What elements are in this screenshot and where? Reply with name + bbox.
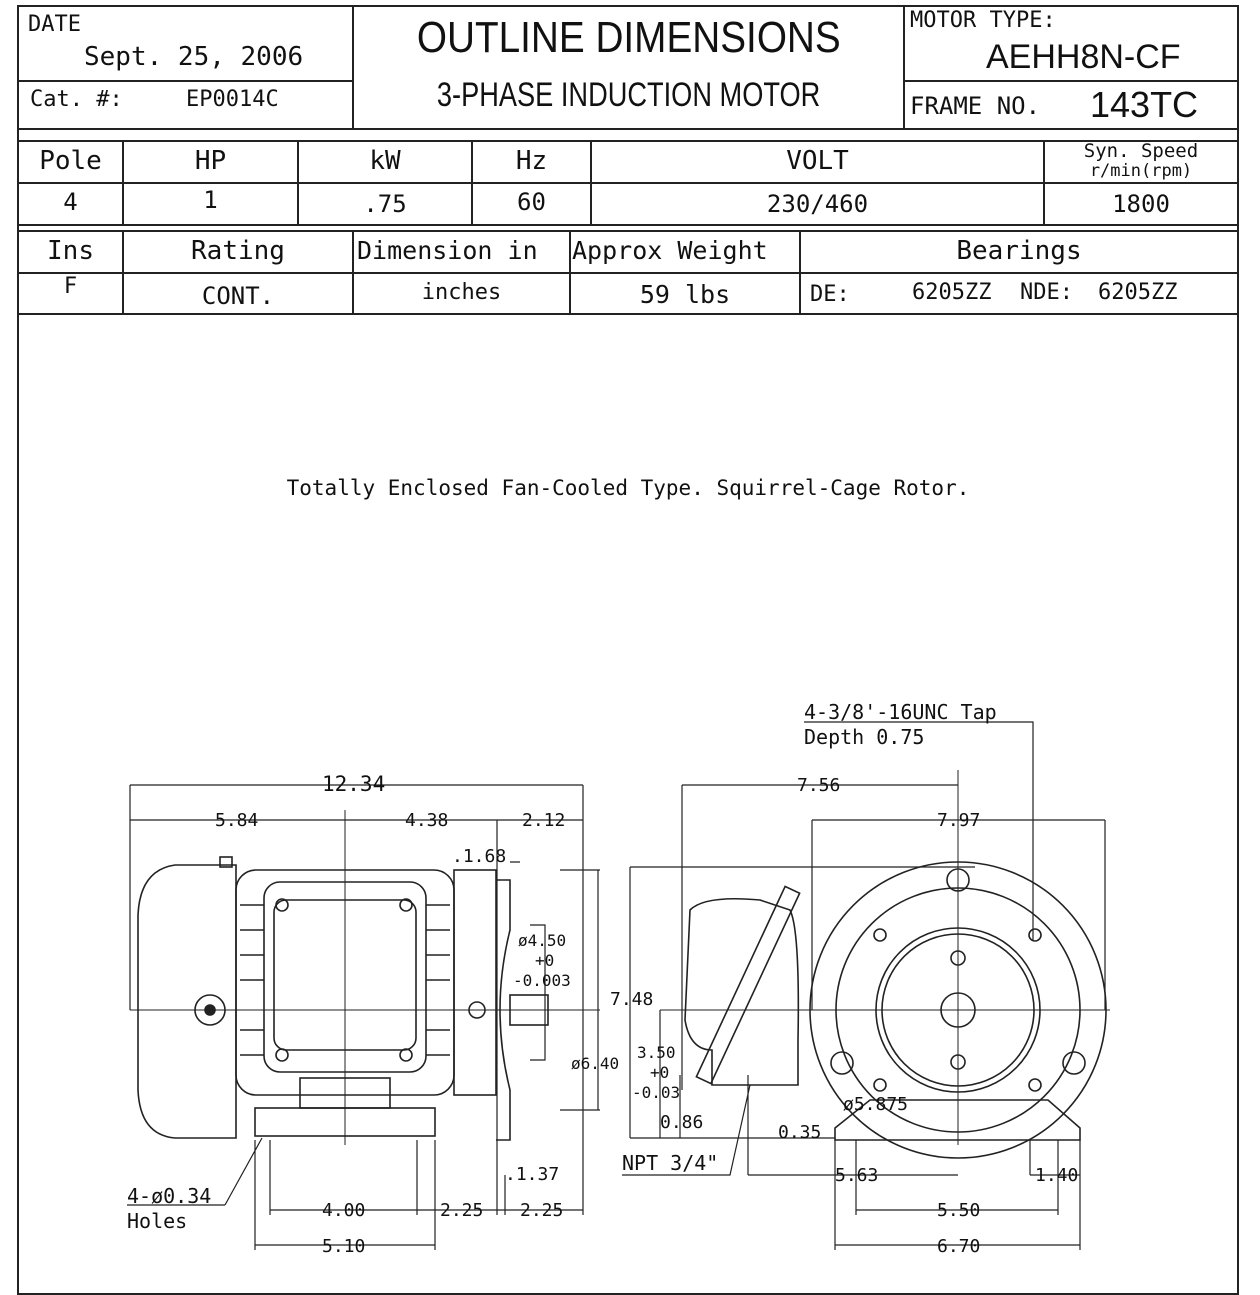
end-view [622,721,1110,1250]
header-syn-speed: Syn. Speed [1083,140,1199,162]
header-pole: Pole [39,146,102,176]
cooling-fins [240,904,450,1056]
document-title: OUTLINE DIMENSIONS [416,13,841,62]
dim-7-97: 7.97 [937,810,980,831]
document-subtitle-wrap: 3-PHASE INDUCTION MOTOR [352,74,905,116]
date-label: DATE [28,12,81,37]
tap-label-1: 4-3/8'-16UNC Tap [804,700,997,724]
screw [399,1048,413,1062]
holes-label-1: 4-ø0.34 [127,1184,211,1208]
npt-label: NPT 3/4" [622,1151,718,1175]
dim-2-25b: 2.25 [520,1200,563,1221]
dim-shaft-tol-minus: -0.003 [513,971,571,990]
screw [275,898,289,912]
dim-1-40: 1.40 [1035,1165,1078,1186]
dim-5-50: 5.50 [937,1200,980,1221]
tap-label-2: Depth 0.75 [804,725,924,749]
conduit-box [684,897,800,1086]
frame-cell [903,80,1239,130]
header-volt: VOLT [786,146,849,176]
dim-5-84: 5.84 [215,810,258,831]
dim-5-10: 5.10 [322,1236,365,1257]
dimension-lines [622,721,1106,1250]
eyebolt-boss [830,1051,854,1075]
dim-7-48: 7.48 [610,989,653,1010]
header-weight: Approx Weight [572,236,768,265]
dimension-labels: 12.34 5.84 4.38 2.12 .1.68 ø4.50 +0 -0.0… [127,700,1078,1257]
eyebolt-boss [1062,1051,1086,1075]
header-kw: kW [369,146,401,176]
document-title-wrap: OUTLINE DIMENSIONS [352,12,905,64]
header-rating: Rating [191,236,285,266]
cat-label: Cat. #: [30,87,123,112]
dim-7-56: 7.56 [797,775,840,796]
value-hp: 1 [203,186,218,214]
motor-type-label: MOTOR TYPE: [910,8,1056,33]
motor-description-note: Totally Enclosed Fan-Cooled Type. Squirr… [286,476,970,500]
header-rpm: r/min(rpm) [1089,161,1193,181]
value-ins: F [63,274,78,299]
holes-label-2: Holes [127,1209,187,1233]
date-value: Sept. 25, 2006 [84,42,304,72]
cat-value: EP0014C [186,87,279,112]
dim-shaft-diameter: ø4.50 [518,931,566,950]
dim-flange-diameter: ø6.40 [571,1054,619,1073]
screw [275,1048,289,1062]
document-subtitle: 3-PHASE INDUCTION MOTOR [436,76,821,114]
nde-value: 6205ZZ [1098,280,1178,305]
dim-c-face-diameter: ø5.875 [843,1094,908,1115]
value-volt: 230/460 [766,190,869,218]
dim-2-12: 2.12 [522,810,565,831]
dim-2-25a: 2.25 [440,1200,483,1221]
value-hz: 60 [517,188,546,216]
dim-3-50-tol-minus: -0.03 [632,1083,680,1102]
header-dimension: Dimension in [357,236,538,265]
value-syn-speed: 1800 [1112,190,1170,218]
nde-label: NDE: [1020,280,1073,305]
dim-4-00: 4.00 [322,1200,365,1221]
bolt [219,856,233,868]
de-label: DE: [810,282,850,307]
value-weight: 59 lbs [639,280,731,309]
frame-value: 143TC [1090,84,1199,125]
dimension-lines [127,784,600,1250]
dim-5-63: 5.63 [835,1165,878,1186]
side-view [127,784,600,1250]
tap-hole [1028,1078,1042,1092]
value-dimension: inches [421,280,502,305]
frame-label: FRAME NO. [910,92,1041,120]
dim-3-50-tol-plus: +0 [650,1063,669,1082]
dim-0-86: 0.86 [660,1112,703,1133]
value-kw: .75 [363,190,407,218]
cell [1043,182,1239,226]
header-ins: Ins [47,236,94,266]
tap-hole [873,1078,887,1092]
dim-4-38: 4.38 [405,810,448,831]
end-bracket [453,869,497,1096]
dim-0-35: 0.35 [778,1122,821,1143]
value-rating: CONT. [201,282,275,310]
cell [799,272,1239,315]
tap-hole [873,928,887,942]
dim-1-37: .1.37 [505,1164,559,1185]
header-hz: Hz [515,146,548,176]
de-value: 6205ZZ [912,280,992,305]
dim-shaft-tol-plus: +0 [535,951,554,970]
dim-3-50: 3.50 [637,1043,676,1062]
dim-1-68: .1.68 [452,846,506,867]
dim-6-70: 6.70 [937,1236,980,1257]
motor-type-value: AEHH8N-CF [986,38,1181,76]
dim-overall-length: 12.34 [322,772,385,796]
screw [399,898,413,912]
fan-cover [137,864,237,1139]
header-hp: HP [194,146,227,176]
header-bearings: Bearings [956,236,1082,266]
tap-hole [1028,928,1042,942]
value-pole: 4 [63,188,78,216]
conduit-box-lid [695,885,801,1085]
